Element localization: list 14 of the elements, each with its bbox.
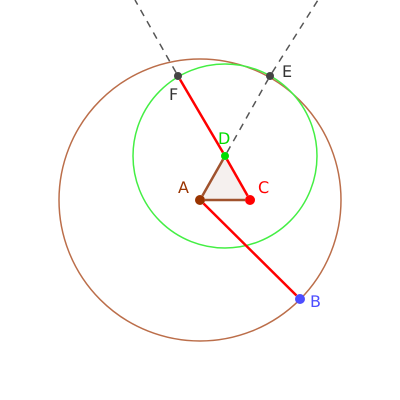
point-label: F bbox=[169, 87, 178, 103]
point-label: C bbox=[258, 180, 270, 196]
point-label: E bbox=[282, 64, 292, 80]
line-segment bbox=[205, 198, 245, 202]
line-segment bbox=[226, 158, 249, 196]
dashed-line bbox=[272, 0, 319, 74]
point-label: B bbox=[310, 294, 321, 310]
point-label: A bbox=[178, 180, 189, 196]
point-label: D bbox=[218, 131, 230, 147]
line-segment bbox=[202, 202, 298, 296]
dashed-line bbox=[134, 0, 177, 73]
line-segment bbox=[201, 158, 224, 196]
line-segment bbox=[178, 78, 224, 154]
dashed-line bbox=[226, 79, 269, 153]
